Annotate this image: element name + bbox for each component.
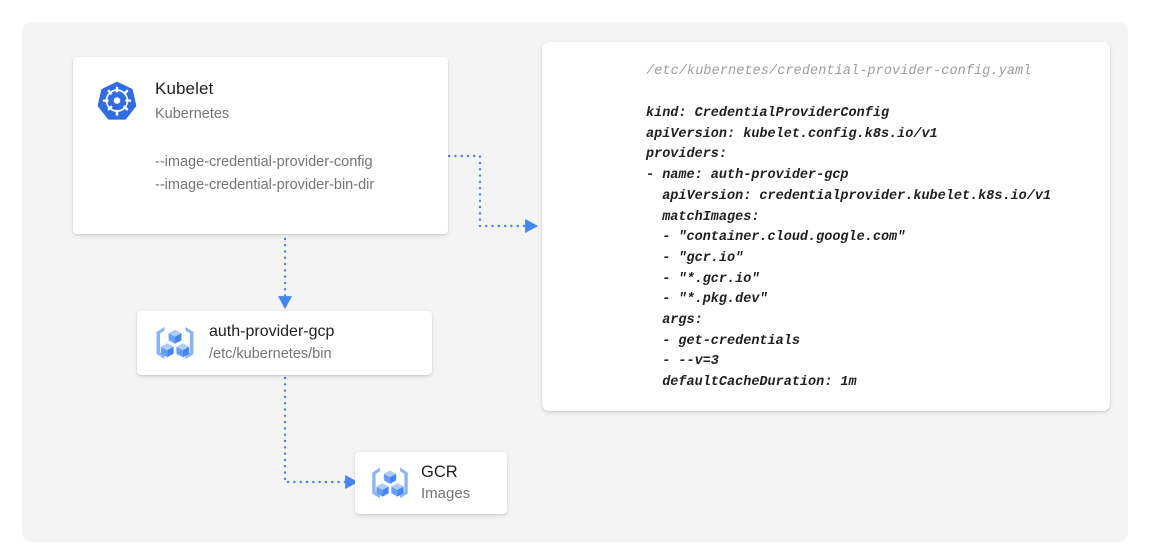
kubelet-card[interactable]: Kubelet Kubernetes --image-credential-pr… <box>73 57 448 234</box>
kubelet-flag-list: --image-credential-provider-config --ima… <box>155 151 426 197</box>
auth-provider-gcp-subtitle: /etc/kubernetes/bin <box>209 346 332 362</box>
yaml-file-path: /etc/kubernetes/credential-provider-conf… <box>646 64 1032 79</box>
kubelet-card-titles: Kubelet Kubernetes <box>155 77 229 125</box>
gcr-subtitle: Images <box>421 485 471 502</box>
gcr-title: GCR <box>421 463 458 481</box>
kubelet-card-subtitle: Kubernetes <box>155 106 230 122</box>
kubelet-flag-config: --image-credential-provider-config <box>155 154 373 170</box>
cube-top <box>168 329 182 344</box>
kubelet-card-title: Kubelet <box>155 79 214 98</box>
container-registry-icon <box>367 460 413 506</box>
cube-right <box>176 343 190 358</box>
cube-top <box>383 470 397 484</box>
auth-provider-gcp-card[interactable]: auth-provider-gcp /etc/kubernetes/bin <box>137 311 432 375</box>
kubernetes-helm-icon <box>95 79 139 123</box>
credential-provider-config-panel[interactable]: /etc/kubernetes/credential-provider-conf… <box>542 42 1110 411</box>
gcr-card[interactable]: GCR Images <box>355 452 507 514</box>
auth-provider-gcp-title: auth-provider-gcp <box>209 323 335 340</box>
auth-provider-gcp-titles: auth-provider-gcp /etc/kubernetes/bin <box>209 322 334 364</box>
yaml-content: kind: CredentialProviderConfig apiVersio… <box>646 106 1052 391</box>
kubelet-flag-bin-dir: --image-credential-provider-bin-dir <box>155 177 375 193</box>
gcr-titles: GCR Images <box>421 462 470 504</box>
kubelet-card-header: Kubelet Kubernetes <box>95 77 426 125</box>
cube-left <box>160 343 174 358</box>
container-registry-icon <box>151 319 199 367</box>
